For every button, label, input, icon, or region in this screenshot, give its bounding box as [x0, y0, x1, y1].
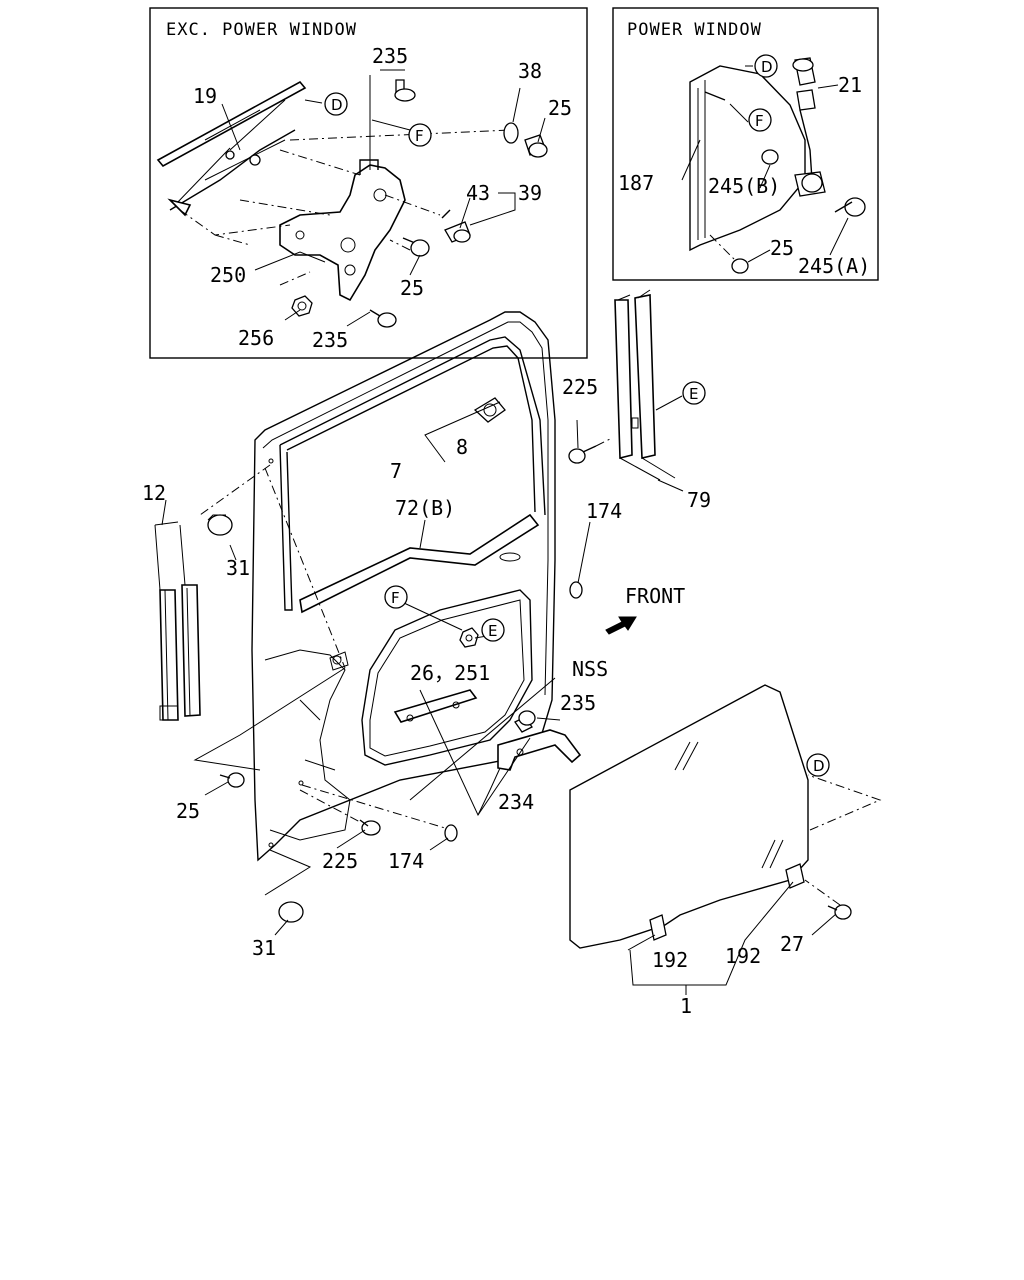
- callout-25-main: 25: [176, 799, 200, 823]
- door-access-hole: [361, 589, 533, 766]
- callout-31-top: 31: [226, 556, 250, 580]
- ref-circle-d-glass: D: [806, 753, 830, 777]
- nut-256: [291, 295, 313, 317]
- bolt-27: [827, 904, 852, 920]
- ref-circle-d-inset-exc: D: [324, 92, 348, 116]
- inset-exc-power-window-title: EXC. POWER WINDOW: [166, 20, 357, 40]
- callout-12: 12: [142, 481, 166, 505]
- callout-245b: 245(B): [708, 174, 780, 198]
- callout-43: 43: [466, 181, 490, 205]
- glass-clip-192-right: [785, 863, 805, 889]
- callout-19: 19: [193, 84, 217, 108]
- inset-exc-power-window-frame: [149, 7, 588, 359]
- washer-38: [503, 122, 519, 144]
- callout-21: 21: [838, 73, 862, 97]
- callout-192-left: 192: [652, 948, 688, 972]
- callout-225-top: 225: [562, 375, 598, 399]
- bolt-235-lower: [369, 309, 397, 328]
- belt-molding-72b: [299, 513, 540, 614]
- regulator-plate: [279, 159, 406, 302]
- front-label: FRONT: [625, 584, 685, 608]
- callout-27: 27: [780, 932, 804, 956]
- callout-256: 256: [238, 326, 274, 350]
- callout-26-251: 26，251: [410, 661, 490, 685]
- bumper-31-top: [207, 514, 233, 536]
- door-outer-outline: [251, 311, 556, 862]
- front-arrow-icon: [605, 616, 637, 635]
- ref-circle-f-inset-exc: F: [408, 123, 432, 147]
- bolt-25-lower: [402, 237, 430, 257]
- callout-25-top: 25: [548, 96, 572, 120]
- callout-235-main: 235: [560, 691, 596, 715]
- callout-225-bottom: 225: [322, 849, 358, 873]
- callout-7: 7: [390, 459, 402, 483]
- bolt-225-bottom: [359, 819, 381, 836]
- bolt-225-top: [568, 445, 597, 464]
- bolt-25-main: [219, 772, 245, 788]
- inset-power-window-title: POWER WINDOW: [627, 20, 762, 40]
- front-direction-indicator: FRONT: [605, 584, 685, 635]
- regulator-rail: [156, 80, 307, 217]
- inset-power-window: POWER WINDOW: [612, 7, 879, 281]
- bumper-31-bottom: [278, 901, 304, 923]
- callout-192-right: 192: [725, 944, 761, 968]
- ref-d-inset-power: D: [761, 58, 773, 76]
- callout-79: 79: [687, 488, 711, 512]
- callout-234: 234: [498, 790, 534, 814]
- callout-174-right: 174: [586, 499, 622, 523]
- callout-25-power: 25: [770, 236, 794, 260]
- inset-exc-power-window: EXC. POWER WINDOW: [149, 7, 588, 359]
- ref-e-glass-run: E: [689, 385, 698, 403]
- callout-245a: 245(A): [798, 254, 870, 278]
- door-glass: [569, 684, 809, 949]
- clip-245a: [834, 197, 866, 217]
- callout-39: 39: [518, 181, 542, 205]
- callout-235-lower: 235: [312, 328, 348, 352]
- plug-174-bottom: [444, 824, 458, 842]
- callout-25-lower: 25: [400, 276, 424, 300]
- callout-250: 250: [210, 263, 246, 287]
- callout-31-bottom: 31: [252, 936, 276, 960]
- division-channel-12: [154, 521, 201, 721]
- bolt-235-top: [394, 79, 416, 102]
- ref-circle-f-inset-power: F: [748, 108, 772, 132]
- nut-26-251: [459, 627, 479, 648]
- ref-circle-e-door: E: [481, 618, 505, 642]
- callout-72b: 72(B): [395, 496, 455, 520]
- bolt-25-power: [731, 258, 749, 274]
- bolt-25-top: [524, 134, 548, 158]
- callout-8: 8: [456, 435, 468, 459]
- glass-run-clip-8: [473, 397, 506, 423]
- bracket-nss: [393, 689, 478, 723]
- inset-power-window-frame: [612, 7, 879, 281]
- plug-174-right: [569, 581, 583, 599]
- ref-f-inset-exc: F: [415, 127, 424, 145]
- callout-235-top: 235: [372, 44, 408, 68]
- ref-f-inset-power: F: [755, 112, 764, 130]
- nut-245b: [761, 149, 779, 165]
- ref-circle-d-inset-power: D: [754, 54, 778, 78]
- ref-circle-f-door: F: [384, 585, 408, 609]
- callout-174-bottom: 174: [388, 849, 424, 873]
- ref-d-glass: D: [813, 757, 825, 775]
- callout-nss: NSS: [572, 657, 608, 681]
- ref-e-door: E: [488, 622, 497, 640]
- power-window-motor: [792, 57, 826, 197]
- callout-1: 1: [680, 994, 692, 1018]
- glass-clip-192-left: [649, 914, 667, 941]
- bolt-235-main: [514, 710, 536, 733]
- glass-run-79: [614, 289, 676, 481]
- bracket-234: [497, 729, 582, 771]
- door-panel: [251, 311, 556, 862]
- ref-circle-e-glass-run: E: [682, 381, 706, 405]
- callout-187: 187: [618, 171, 654, 195]
- ref-f-door: F: [391, 589, 400, 607]
- clip-43: [441, 209, 471, 243]
- ref-d-inset-exc: D: [331, 96, 343, 114]
- callout-38: 38: [518, 59, 542, 83]
